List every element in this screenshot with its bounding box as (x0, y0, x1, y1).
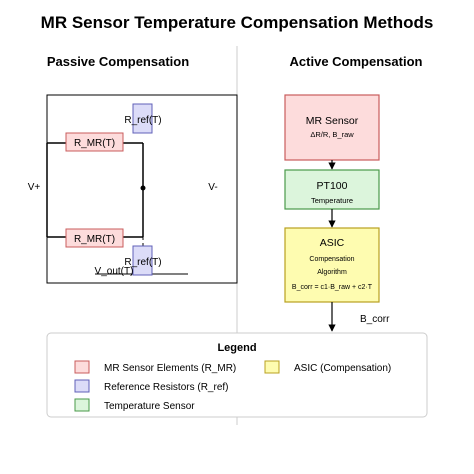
r-mr-bottom-resistor (65, 228, 124, 248)
r-ref-bottom-label: R_ref(T) (124, 257, 161, 268)
legend-label-ref: Reference Resistors (R_ref) (104, 382, 228, 393)
r-mr-bottom-label: R_MR(T) (74, 234, 115, 245)
asic-title: ASIC (320, 237, 345, 249)
pt100-title: PT100 (317, 180, 348, 192)
mr-sensor-box (284, 94, 380, 161)
page-title: MR Sensor Temperature Compensation Metho… (41, 13, 434, 32)
r-mr-top-label: R_MR(T) (74, 138, 115, 149)
legend-label-asic: ASIC (Compensation) (294, 363, 391, 374)
asic-line2: Algorithm (317, 269, 347, 276)
bridge-node (140, 185, 146, 191)
legend: Legend MR Sensor Elements (R_MR) Referen… (46, 332, 428, 418)
legend-title: Legend (217, 342, 256, 354)
asic-line3: B_corr = c1·B_raw + c2·T (292, 284, 373, 291)
v-minus-label: V- (208, 182, 217, 193)
pt100-sub: Temperature (311, 196, 353, 205)
asic-box (284, 227, 380, 303)
mr-sensor-sub: ΔR/R, B_raw (310, 130, 354, 139)
wheatstone-bridge: R_MR(T) R_MR(T) R_ref(T) R_ref(T) V_out(… (46, 94, 238, 284)
r-ref-top-label: R_ref(T) (124, 115, 161, 126)
legend-swatch-asic (264, 360, 280, 374)
asic-block: ASIC Compensation Algorithm B_corr = c1·… (284, 227, 380, 303)
legend-label-temp: Temperature Sensor (104, 401, 195, 412)
legend-label-mr: MR Sensor Elements (R_MR) (104, 363, 236, 374)
mr-sensor-block: MR Sensor ΔR/R, B_raw (284, 94, 380, 161)
active-heading: Active Compensation (290, 54, 423, 69)
r-ref-bottom-resistor (132, 245, 153, 276)
legend-swatch-temp (74, 398, 90, 412)
output-label: B_corr (360, 314, 390, 325)
legend-swatch-ref (74, 379, 90, 393)
v-out-label: V_out(T) (95, 266, 134, 277)
pt100-block: PT100 Temperature (284, 169, 380, 210)
v-plus-label: V+ (28, 182, 41, 193)
pt100-box (284, 169, 380, 210)
passive-heading: Passive Compensation (47, 54, 189, 69)
legend-swatch-mr (74, 360, 90, 374)
r-mr-top-resistor (65, 132, 124, 152)
legend-frame (46, 332, 428, 418)
mr-sensor-title: MR Sensor (306, 115, 359, 127)
r-ref-top-resistor (132, 103, 153, 134)
asic-line1: Compensation (309, 256, 354, 263)
